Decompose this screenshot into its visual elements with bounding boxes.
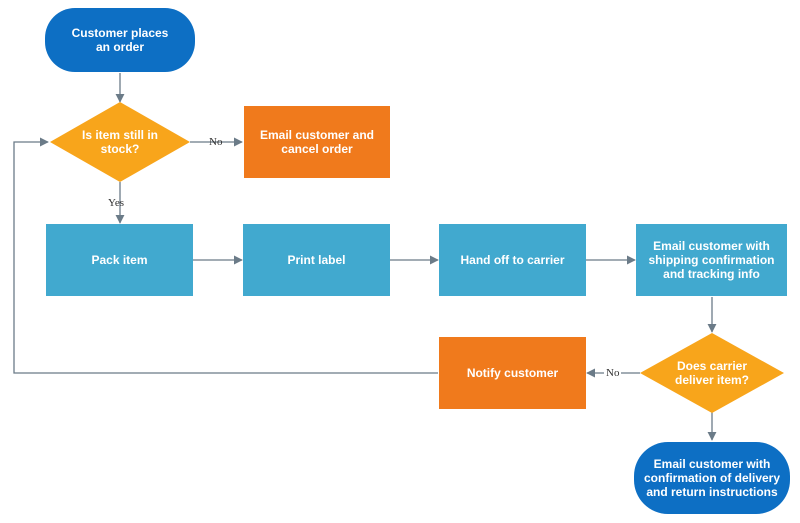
shipping-email-node: Email customer with shipping confirmatio…: [636, 224, 787, 296]
end-node: Email customer with confirmation of deli…: [634, 442, 790, 514]
edge-label-stock-no: No: [209, 136, 223, 148]
edge-notify-loop: [13, 137, 438, 374]
start-node: Customer places an order: [45, 8, 195, 72]
decision-diamond-shape: [640, 333, 784, 413]
in-stock-decision-label: Is item still in stock?: [81, 128, 159, 156]
in-stock-decision: Is item still in stock?: [50, 102, 190, 182]
hand-off-node: Hand off to carrier: [439, 224, 586, 296]
cancel-order-node: Email customer and cancel order: [244, 106, 390, 178]
edge-label-stock-yes: Yes: [108, 197, 125, 209]
delivered-decision-label: Does carrier deliver item?: [674, 359, 750, 387]
print-label-node: Print label: [243, 224, 390, 296]
decision-diamond-shape: [50, 102, 190, 182]
edge-label-deliver-no: No: [604, 367, 622, 379]
pack-item-node: Pack item: [46, 224, 193, 296]
notify-customer-node: Notify customer: [439, 337, 586, 409]
delivered-decision: Does carrier deliver item?: [640, 333, 784, 413]
